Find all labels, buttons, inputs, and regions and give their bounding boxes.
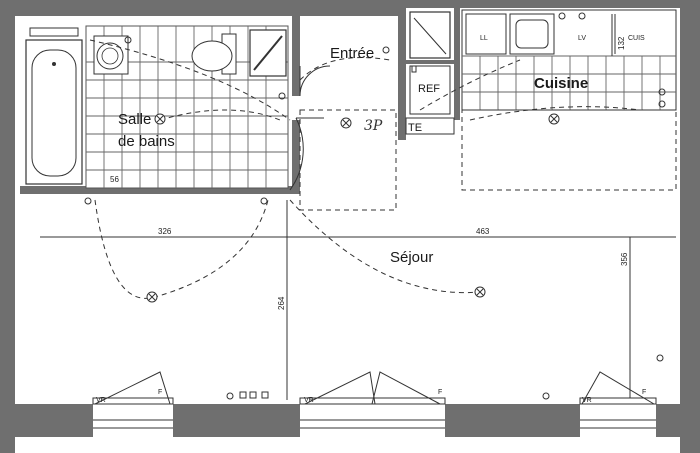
handwritten-annotation: 3P [364,118,383,134]
fixture-label-fridge: REF [418,83,440,95]
bathroom-cabinet [249,29,287,77]
window-label-vr-center: VR [304,397,314,404]
dimension-lines [40,14,676,400]
te-box [405,117,455,135]
fixture-label-lv: LV [578,35,586,42]
dim-kitchen-counter: 132 [617,36,626,50]
outlet-symbols [84,12,666,400]
dim-right-height: 356 [620,252,629,266]
window-right [579,371,657,429]
fridge-box [409,65,451,115]
window-center [299,371,446,429]
room-label-kitchen: Cuisine [534,75,588,92]
dim-living-right: 463 [476,227,490,236]
entrance-zone [299,109,397,211]
window-label-vr-right: VR [582,397,592,404]
bathtub [25,27,83,185]
entrance-closet [409,11,451,59]
light-points [146,113,560,303]
window-label-f-right: F [642,389,646,396]
window-label-vr-left: VR [96,397,106,404]
room-label-living: Séjour [390,249,433,266]
fixture-label-ll: LL [480,35,488,42]
window-label-f-left: F [158,389,162,396]
window-left [92,371,174,429]
fixture-label-te: TE [408,122,422,134]
fixture-label-cuis: CUIS [628,35,645,42]
dim-living-left: 326 [158,227,172,236]
room-label-bathroom-1: Salle [118,111,151,128]
toilet [191,33,237,75]
dim-bath-small: 56 [110,175,119,184]
window-label-f-center: F [438,389,442,396]
room-label-bathroom-2: de bains [118,133,175,150]
dim-living-depth: 264 [277,296,286,310]
kitchen-counter [461,9,677,191]
door-swings [289,65,331,191]
room-label-entrance: Entrée [330,45,374,62]
